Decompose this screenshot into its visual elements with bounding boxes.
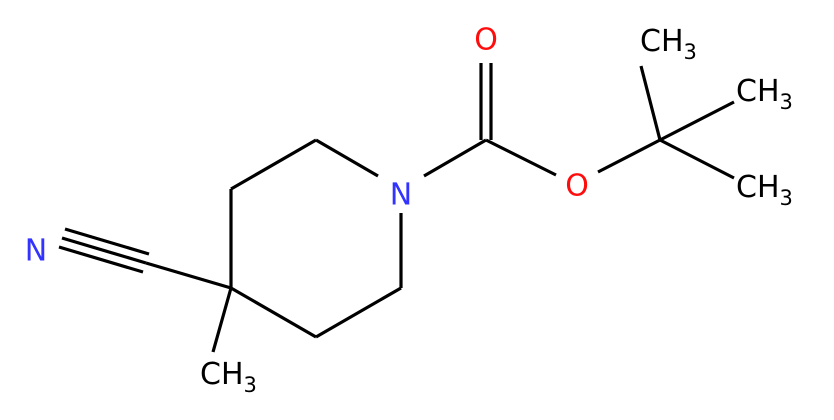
bond-ring-c3-c2 xyxy=(230,138,317,191)
bond-tbu-methyl-top xyxy=(639,65,662,141)
bond-tbu-methyl-right xyxy=(659,100,735,142)
methyl-label-tbu-right-main: CH xyxy=(736,74,780,109)
bond-c4-methyl xyxy=(211,287,233,353)
methyl-label-tbu-top-subscript: 3 xyxy=(684,40,697,64)
bond-ring-c6-c5 xyxy=(315,286,402,339)
methyl-label-tbu-bottom: CH3 xyxy=(736,170,793,210)
bond-carbonyl-carbon-ester-o xyxy=(485,138,557,177)
bond-nitrile-triple-2 xyxy=(64,227,150,256)
bond-nitrile-triple-1 xyxy=(61,236,147,265)
methyl-label-tbu-right: CH3 xyxy=(736,74,793,114)
bond-nitrile-triple-3 xyxy=(58,245,144,274)
methyl-label-c4-subscript: 3 xyxy=(244,373,257,397)
bond-ester-o-tert-carbon xyxy=(597,138,661,174)
bond-ring-c5-c4 xyxy=(230,286,317,339)
bond-tbu-methyl-bottom xyxy=(659,138,735,180)
nitrile-nitrogen-label: N xyxy=(25,234,47,269)
methyl-label-tbu-right-subscript: 3 xyxy=(780,90,793,114)
bond-ring-c2-n xyxy=(315,138,379,178)
methyl-label-tbu-bottom-subscript: 3 xyxy=(780,186,793,210)
methyl-label-tbu-top: CH3 xyxy=(640,24,697,64)
carbonyl-oxygen-label: O xyxy=(474,23,498,58)
methyl-label-tbu-bottom-main: CH xyxy=(736,170,780,205)
methyl-label-c4-main: CH xyxy=(200,357,244,392)
bond-n-carbonyl-carbon xyxy=(423,138,487,178)
methyl-label-tbu-top-main: CH xyxy=(640,24,684,59)
ester-oxygen-label: O xyxy=(565,169,589,204)
bond-c4-nitrile-carbon xyxy=(145,261,232,290)
ring-nitrogen-label: N xyxy=(390,178,412,213)
methyl-label-c4: CH3 xyxy=(200,357,257,397)
